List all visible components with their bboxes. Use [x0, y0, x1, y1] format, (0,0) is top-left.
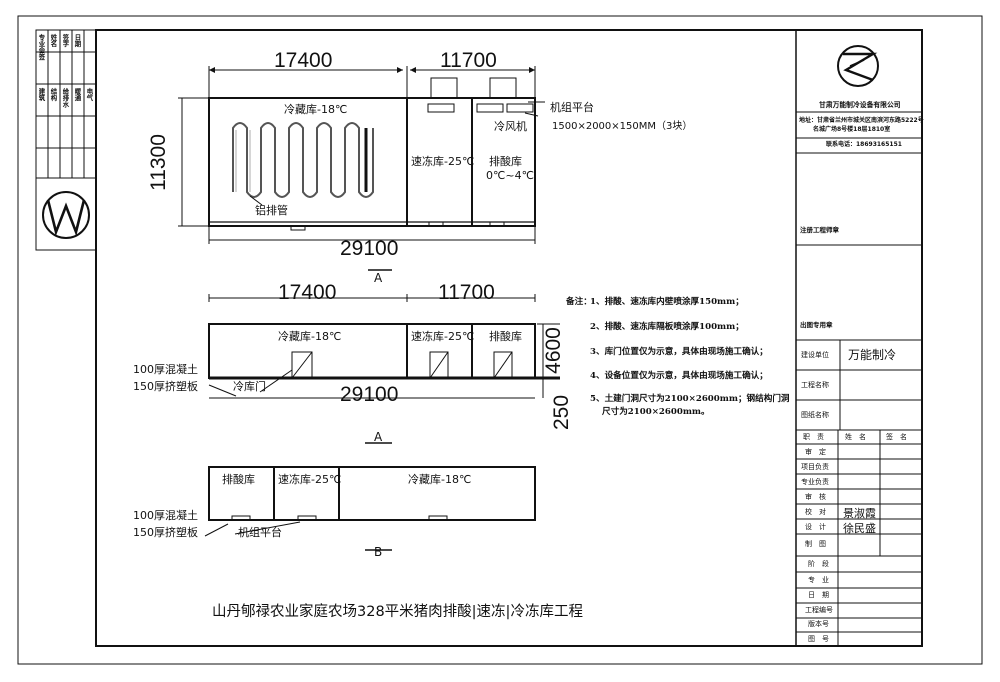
elev-a-door: 冷库门: [233, 380, 266, 393]
elev-a-section-mark: A: [374, 430, 383, 444]
meta-date: 日 期: [808, 591, 829, 599]
sheet-outer-border: [17, 15, 983, 665]
plan-platform-size: 1500×2000×150MM（3块）: [552, 121, 693, 132]
elevation-b: [204, 466, 536, 551]
elev-a-room-acid: 排酸库: [489, 330, 522, 343]
plan-unit-platform-label: 机组平台: [550, 101, 594, 114]
role-check: 校 对: [805, 508, 826, 516]
elev-a-dim-top-left: 17400: [278, 281, 337, 304]
company-logo-icon: [837, 45, 879, 87]
elev-b-room-freeze: 速冻库-25℃: [278, 473, 342, 486]
company-address-1: 地址：甘肃省兰州市城关区南滨河东路5222号: [799, 117, 924, 124]
elev-b-room-cold: 冷藏库-18℃: [408, 473, 472, 486]
left-strip-row-4: 暖通: [73, 88, 82, 101]
elev-a-dim-base: 250: [550, 394, 574, 431]
left-logo-icon: [42, 191, 90, 239]
plan-dim-left: 11300: [146, 134, 170, 191]
role-discipline-lead: 专业负责: [801, 478, 829, 486]
note-item-5: 5、土建门洞尺寸为2100×2600mm；钢结构门洞: [590, 394, 790, 404]
role-header-duty: 职 责: [803, 433, 824, 441]
company-address-2: 名城广场8号楼18层1810室: [813, 126, 891, 133]
role-draft: 制 图: [805, 540, 826, 548]
build-unit-value: 万能制冷: [848, 348, 897, 362]
plan-air-cooler-label: 冷风机: [494, 120, 527, 133]
company-phone: 联系电话：18693165151: [826, 141, 902, 148]
elev-b-concrete: 100厚混凝土: [133, 509, 198, 522]
plan-room-freeze: 速冻库-25℃: [411, 155, 475, 168]
role-project-lead: 项目负责: [801, 463, 829, 471]
meta-stage: 阶 段: [808, 560, 829, 568]
plan-dim-bottom: 29100: [340, 237, 399, 260]
elev-b-xps: 150厚挤塑板: [133, 526, 198, 539]
left-signature-strip: [35, 29, 97, 251]
plan-room-cold: 冷藏库-18℃: [284, 103, 348, 116]
plan-dim-top-left: 17400: [274, 49, 333, 72]
left-strip-row-2: 结构: [49, 88, 58, 101]
elev-a-xps: 150厚挤塑板: [133, 380, 198, 393]
left-strip-col-2: 姓名: [49, 34, 58, 47]
plan-dim-top-right: 11700: [440, 49, 497, 72]
title-block-grid: [795, 29, 923, 647]
drawing-seal: 出图专用章: [800, 321, 833, 329]
drawing-name-label: 图纸名称: [801, 411, 829, 419]
plan-aluminum-pipe-label: 铝排管: [255, 204, 288, 217]
meta-drawing-no: 图 号: [808, 635, 829, 643]
elev-b-room-acid: 排酸库: [222, 473, 255, 486]
reg-engineer-seal: 注册工程师章: [800, 226, 839, 234]
aluminum-pipe-coil: [232, 122, 374, 198]
elev-a-dim-top-right: 11700: [438, 281, 495, 304]
notes-heading: 备注：: [566, 297, 592, 307]
left-strip-col-3: 签字: [61, 34, 70, 47]
elevation-a: [208, 294, 560, 444]
note-item-2: 2、排酸、速冻库隔板喷涂厚100mm；: [590, 322, 744, 332]
checker-name: 景淑霞: [843, 507, 876, 520]
elev-a-dim-bottom: 29100: [340, 383, 399, 406]
note-item-5-cont: 尺寸为2100×2600mm。: [602, 407, 710, 417]
meta-project-no: 工程编号: [805, 606, 833, 614]
note-item-3: 3、库门位置仅为示意，具体由现场施工确认；: [590, 347, 768, 357]
meta-version: 版本号: [808, 620, 829, 628]
elev-a-room-freeze: 速冻库-25℃: [411, 330, 475, 343]
meta-discipline: 专 业: [808, 576, 829, 584]
plan-room-acid: 排酸库: [489, 155, 522, 168]
elev-b-platform: 机组平台: [238, 526, 282, 539]
plan-room-acid-temp: 0℃~4℃: [486, 169, 534, 182]
left-strip-row-5: 电气: [85, 88, 94, 101]
elev-a-dim-height: 4600: [541, 327, 565, 374]
role-header-sign: 签 名: [886, 433, 907, 441]
note-item-1: 1、排酸、速冻库内壁喷涂厚150mm；: [590, 297, 744, 307]
elev-b-section-mark: B: [374, 545, 383, 559]
role-header-name: 姓 名: [845, 433, 866, 441]
elev-a-room-cold: 冷藏库-18℃: [278, 330, 342, 343]
role-approve: 审 定: [805, 448, 826, 456]
left-strip-row-3: 给排水: [61, 88, 70, 108]
build-unit-label: 建设单位: [801, 351, 829, 359]
left-strip-col-4: 日期: [73, 34, 82, 47]
plan-section-mark: A: [374, 271, 383, 285]
company-name: 甘肃万能制冷设备有限公司: [819, 101, 901, 109]
drawing-title: 山丹郇禄农业家庭农场328平米猪肉排酸|速冻|冷冻库工程: [212, 604, 583, 620]
project-name-label: 工程名称: [801, 381, 829, 389]
elev-a-concrete: 100厚混凝土: [133, 363, 198, 376]
note-item-4: 4、设备位置仅为示意，具体由现场施工确认；: [590, 371, 768, 381]
left-strip-row-1: 建筑: [37, 88, 46, 101]
designer-name: 徐民盛: [843, 522, 876, 535]
role-review: 审 核: [805, 493, 826, 501]
left-strip-col-1: 专业会签: [37, 34, 46, 60]
role-design: 设 计: [805, 523, 826, 531]
plan-view: [178, 66, 545, 271]
